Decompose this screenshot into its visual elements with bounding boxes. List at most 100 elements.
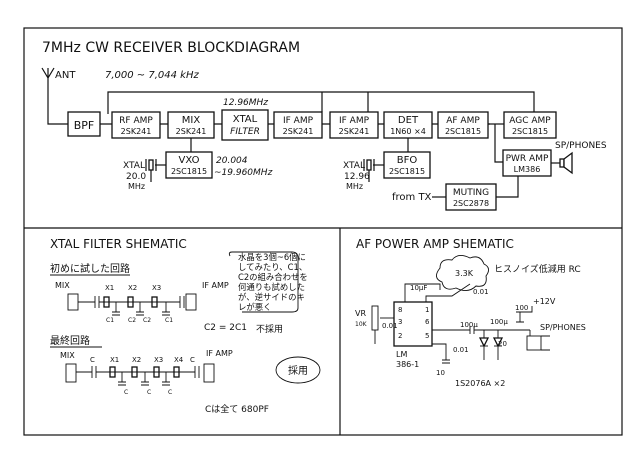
af-to-pwr-wire [494,124,503,163]
svg-text:2SC2878: 2SC2878 [453,199,489,208]
svg-text:X1: X1 [105,284,114,292]
muting-wire [496,176,519,198]
plus-12v: +12V [533,297,556,306]
svg-text:1N60 ×4: 1N60 ×4 [390,127,426,136]
svg-text:2SC1815: 2SC1815 [171,167,207,176]
svg-text:MIX: MIX [55,281,70,290]
svg-text:C2: C2 [128,317,136,324]
svg-text:BFO: BFO [397,155,418,166]
svg-text:MUTING: MUTING [453,188,489,198]
svg-text:C: C [168,389,172,396]
svg-text:5: 5 [425,332,429,340]
c-100u-b: 100μ [490,318,508,326]
filter-note: 水晶を3個~6個にしてみたり、C1、C2の組み合わせを何通りも試めしたが、逆サイ… [228,251,308,335]
block-pwr-amp: PWR AMP LM386 [502,149,552,177]
block-mix: MIX 2SK241 [167,111,215,139]
hiss-note: ヒスノイズ低減用 RC [494,263,581,275]
phone-jack-icon [526,330,550,351]
svg-text:X2: X2 [128,284,137,292]
freq-range: 7,000 ~ 7,044 kHz [105,70,199,81]
c-100u-a: 100μ [460,321,478,329]
svg-text:VXO: VXO [179,155,200,166]
vxo-xtal-unit: MHz [128,182,145,191]
block-det: DET 1N60 ×4 [383,111,433,139]
lm386-ic: 8 1 3 2 6 5 [393,301,433,347]
svg-text:X1: X1 [110,356,119,364]
bfo-xtal-freq: 12.96 [344,172,370,182]
r-10: 10 [436,369,445,377]
sp-phones-label: SP/PHONES [555,141,607,151]
c-value-note: Cは全て 680PF [205,403,269,415]
svg-text:C1: C1 [165,317,173,324]
filter-eq: C2 = 2C1 [204,323,247,333]
speaker-icon [551,151,573,175]
svg-text:2SC1815: 2SC1815 [512,127,548,136]
svg-text:2SK241: 2SK241 [339,127,370,136]
final-filter-circuit: MIX C X1 X2 X3 X4 C C C C IF AMP [60,349,233,396]
block-if-amp-1: IF AMP 2SK241 [273,111,323,139]
agc-bus-wire [107,91,535,114]
svg-text:MIX: MIX [60,351,75,360]
svg-text:C2: C2 [143,317,151,324]
svg-text:BPF: BPF [74,119,95,132]
r-3k3: 3.3K [455,269,474,278]
svg-text:2SC1815: 2SC1815 [445,127,481,136]
bfo-xtal-label: XTAL [343,161,365,171]
lm-num-label: 386-1 [396,360,419,369]
svg-text:LM386: LM386 [514,165,541,174]
svg-text:2SK241: 2SK241 [121,127,152,136]
svg-text:2: 2 [398,332,402,340]
c-001-a: 0.01 [473,288,489,296]
ant-wire [47,100,68,125]
diodes [478,330,504,360]
xtal-first-title: 初めに試した回路 [50,262,130,275]
svg-text:PWR AMP: PWR AMP [506,154,549,164]
ant-label: ANT [55,70,76,81]
block-diagram-title: 7MHz CW RECEIVER BLOCKDIAGRAM [42,40,300,56]
first-filter-circuit: MIX X1 X2 X3 C1 C2 C2 C1 IF AMP [55,281,229,324]
from-tx-label: from TX [392,192,432,203]
svg-text:AF AMP: AF AMP [446,116,480,126]
svg-text:MIX: MIX [182,115,201,126]
vxo-crystal-icon [145,159,166,182]
svg-text:2SK241: 2SK241 [283,127,314,136]
svg-text:DET: DET [398,115,419,126]
antenna-icon [41,67,55,100]
svg-text:2SK241: 2SK241 [176,127,207,136]
block-muting: MUTING 2SC2878 [445,183,497,211]
svg-text:FILTER: FILTER [230,127,260,137]
svg-text:C: C [90,356,95,364]
rejected-label: 不採用 [256,323,283,335]
svg-text:RF AMP: RF AMP [119,116,153,126]
adopted-circle [275,356,321,384]
volume-vr [371,305,394,344]
xtal-final-title: 最終回路 [50,334,90,347]
svg-text:C1: C1 [106,317,114,324]
svg-text:IF AMP: IF AMP [206,349,233,358]
sheet-border [23,27,623,436]
block-bpf: BPF [67,111,101,137]
svg-text:3: 3 [398,318,402,326]
vr-val: 10K [355,321,368,328]
af-power-title: AF POWER AMP SHEMATIC [356,237,514,251]
svg-text:XTAL: XTAL [233,114,258,125]
svg-text:X3: X3 [154,356,163,364]
diode-label: 1S2076A ×2 [455,379,505,388]
svg-text:X3: X3 [152,284,161,292]
agc-tap-wire [321,92,369,112]
block-xtal-filter: XTAL FILTER [221,109,269,141]
block-rf-amp: RF AMP 2SK241 [111,111,161,139]
svg-text:IF AMP: IF AMP [283,116,314,126]
svg-text:IF AMP: IF AMP [339,116,370,126]
lm-label: LM [396,350,407,359]
block-if-amp-2: IF AMP 2SK241 [329,111,379,139]
vxo-xtal-freq: 20.0 [126,172,146,182]
xtal-filter-title: XTAL FILTER SHEMATIC [50,237,187,251]
c-10uf: 10μF [410,284,427,292]
svg-text:X4: X4 [174,356,184,364]
c-001-c: 0.01 [453,346,469,354]
svg-text:1: 1 [425,306,429,314]
svg-text:8: 8 [398,306,402,314]
block-vxo: VXO 2SC1815 [165,151,213,179]
